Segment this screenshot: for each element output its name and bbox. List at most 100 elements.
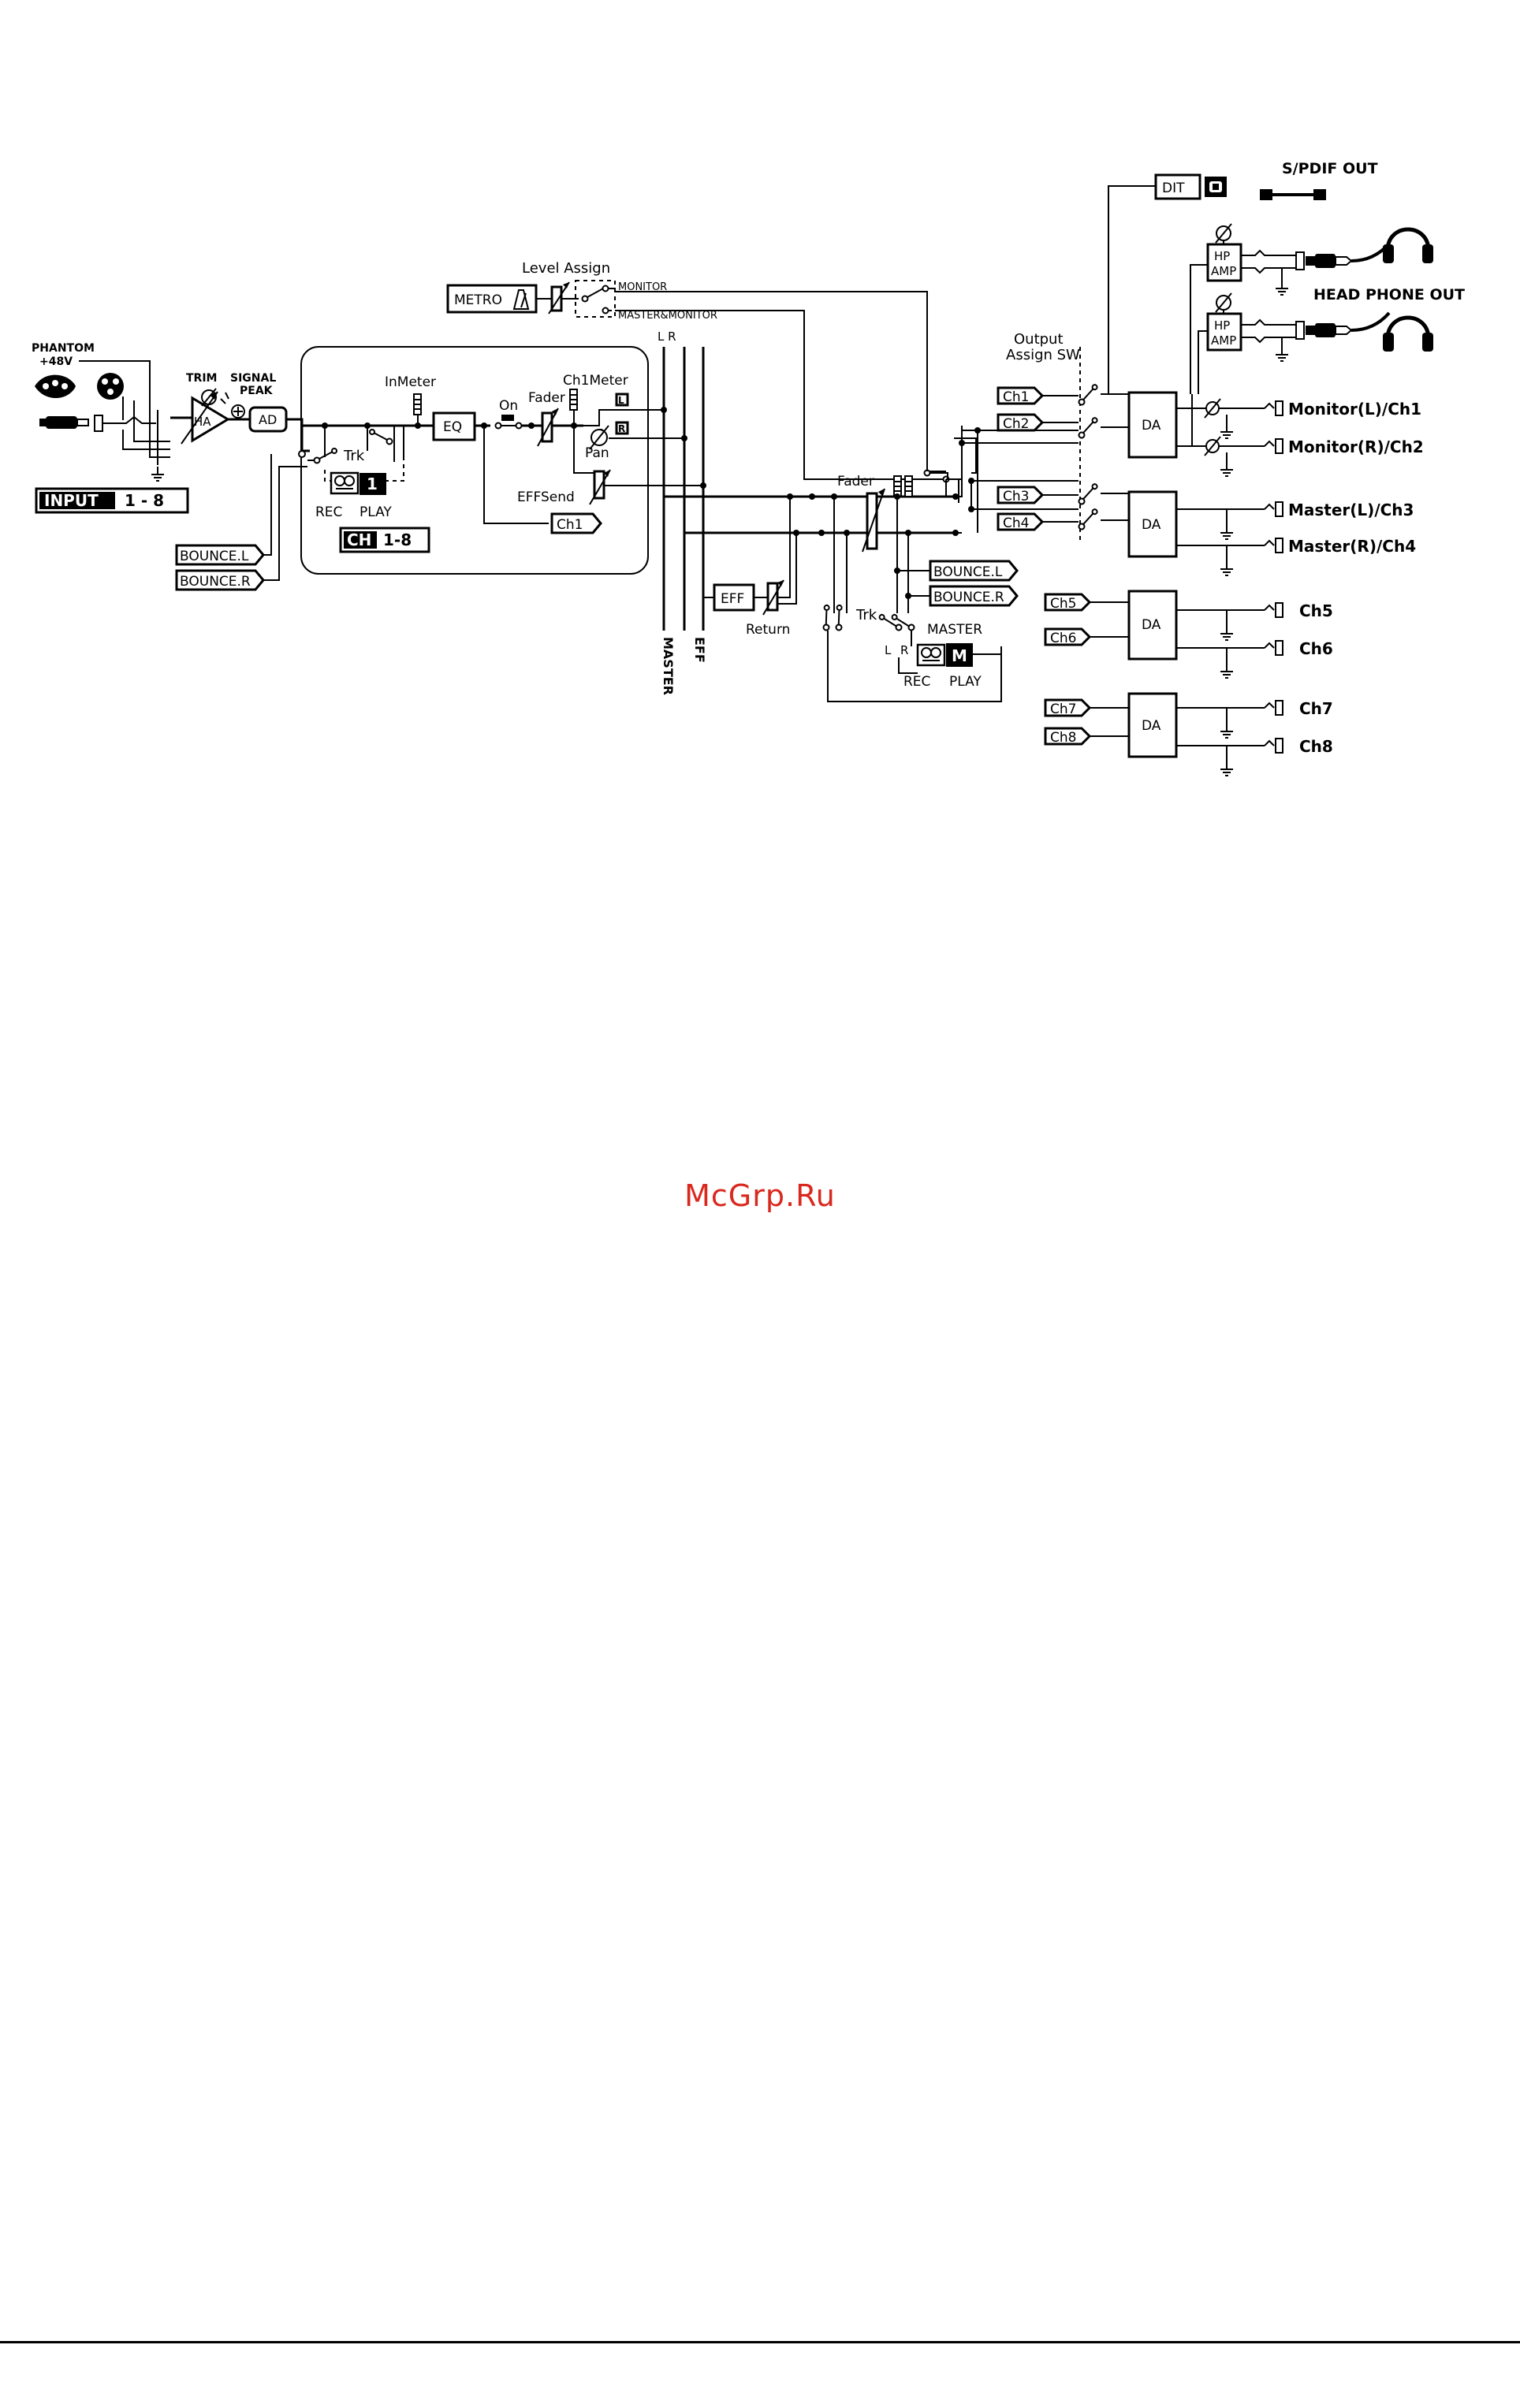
master-l-label: L (885, 643, 892, 657)
master-fader-icon[interactable] (862, 488, 885, 553)
ch1meter-icon (569, 389, 578, 411)
master-trk-label: Trk (855, 607, 877, 623)
master-recorder-icon: M (916, 643, 973, 667)
bus-lr-label: L R (658, 329, 676, 344)
da-4-label: DA (1142, 718, 1161, 734)
xlr-jack-icon (35, 374, 76, 399)
input-label-text: INPUT (44, 491, 99, 510)
assign-tag-8: Ch8 (1050, 730, 1076, 746)
level-assign-title: Level Assign (522, 260, 610, 277)
signal-peak-led-icon (220, 392, 245, 419)
ch6-out-label: Ch6 (1299, 639, 1333, 658)
hp-amp-2-bottom: AMP (1211, 333, 1236, 348)
bounce-out-r-label: BOUNCE.R (933, 590, 1004, 605)
peak-label: PEAK (240, 385, 274, 397)
master-monitor-label: MASTER&MONITOR (618, 310, 717, 322)
on-label: On (499, 398, 518, 414)
hp-volume-1-icon[interactable] (1215, 223, 1232, 244)
optical-port-icon (1205, 177, 1227, 197)
ch-fader-label: Fader (528, 390, 565, 406)
level-assign-section: Level Assign METRO MONITOR MASTER&MONITO… (446, 260, 962, 503)
hp-amp-1-top: HP (1214, 249, 1230, 263)
hp-amp-1-bottom: AMP (1211, 264, 1236, 278)
xlr-socket-icon (97, 373, 124, 400)
eff-return-section: EFF Return (703, 493, 799, 638)
master-track-m: M (952, 646, 967, 665)
trk-label: Trk (343, 448, 365, 464)
assign-tag-5: Ch5 (1050, 596, 1076, 612)
trim-label: TRIM (186, 372, 217, 385)
master-trk-master-label: MASTER (927, 622, 982, 638)
headphone-plug-1-icon (1305, 253, 1352, 269)
watermark-text: McGrp.Ru (684, 1178, 836, 1213)
output-assign-section: Output Assign SW Ch1 Ch2 Ch3 Ch4 DA DA (926, 331, 1178, 758)
headphones-2-icon (1383, 318, 1433, 352)
eq-label: EQ (443, 419, 462, 435)
monitor-label: MONITOR (618, 281, 667, 293)
master-rec-label: REC (903, 674, 930, 690)
headphones-1-icon (1383, 229, 1433, 263)
ch8-out-label: Ch8 (1299, 737, 1333, 756)
pan-label: Pan (585, 445, 609, 461)
bounce-in-r-label: BOUNCE.R (180, 574, 251, 590)
master-meter-r-icon (904, 475, 913, 497)
monitor-volume-r-icon[interactable] (1204, 436, 1221, 456)
monitor-volume-l-icon[interactable] (1204, 398, 1221, 419)
assign-tag-6: Ch6 (1050, 631, 1076, 646)
bounce-out-l-label: BOUNCE.L (933, 564, 1003, 580)
output-section: DIT S/PDIF OUT HP AMP HEAD PHONE OUT (1108, 160, 1465, 776)
metronome-icon (512, 289, 530, 310)
ad-label: AD (259, 412, 277, 427)
track-recorder-icon: 1 (330, 471, 386, 495)
ch1meter-label: Ch1Meter (563, 373, 628, 389)
ch7-out-label: Ch7 (1299, 699, 1333, 718)
da-3-label: DA (1142, 617, 1161, 633)
assign-tag-4: Ch4 (1003, 515, 1029, 531)
ch-play-label: PLAY (360, 504, 392, 520)
signal-label: SIGNAL (230, 372, 276, 385)
return-label: Return (746, 622, 790, 638)
da-1-label: DA (1142, 418, 1161, 434)
assign-tag-2: Ch2 (1003, 416, 1029, 432)
meter-r-label: R (618, 423, 625, 434)
trim-knob-icon (201, 388, 217, 407)
master-r-out-label: Master(R)/Ch4 (1288, 537, 1416, 556)
bounce-input-tags: BOUNCE.L BOUNCE.R (175, 454, 307, 591)
spdif-out-label: S/PDIF OUT (1282, 160, 1378, 177)
ch-label-range: 1-8 (383, 530, 412, 549)
input-range-label: INPUT 1 - 8 (35, 487, 189, 514)
dit-label: DIT (1162, 181, 1185, 196)
assign-tag-3: Ch3 (1003, 489, 1029, 504)
output-assign-title2: Assign SW (1006, 347, 1080, 363)
master-r-label: R (900, 643, 908, 657)
output-assign-title: Output (1014, 331, 1064, 348)
meter-l-label: L (618, 395, 624, 406)
bus-master-label: MASTER (661, 637, 676, 695)
hp-amp-2-top: HP (1214, 318, 1230, 333)
footer-divider (0, 2341, 1520, 2343)
ch-send-tag: Ch1 (557, 517, 583, 533)
hp-volume-2-icon[interactable] (1215, 292, 1232, 314)
bus-section: L R MASTER EFF (658, 329, 825, 695)
monitor-r-out-label: Monitor(R)/Ch2 (1288, 437, 1424, 456)
headphone-out-label: HEAD PHONE OUT (1313, 286, 1465, 303)
assign-tag-7: Ch7 (1050, 702, 1076, 717)
bounce-in-l-label: BOUNCE.L (180, 549, 249, 564)
effsend-knob-icon[interactable] (589, 469, 611, 505)
input-section: PHANTOM +48V HA (32, 342, 288, 514)
assign-tag-1: Ch1 (1003, 389, 1029, 405)
inmeter-label: InMeter (385, 374, 436, 390)
channel-range-label: CH 1-8 (339, 527, 430, 553)
ch-fader-icon[interactable] (537, 408, 559, 447)
ch-label-text: CH (347, 530, 371, 549)
input-label-range: 1 - 8 (125, 491, 164, 510)
master-l-out-label: Master(L)/Ch3 (1288, 501, 1414, 519)
on-switch-icon[interactable] (501, 415, 514, 421)
metro-label: METRO (454, 292, 502, 308)
ch-rec-label: REC (315, 504, 342, 520)
monitor-l-out-label: Monitor(L)/Ch1 (1288, 400, 1421, 419)
headphone-plug-2-icon (1305, 322, 1352, 338)
optical-cable-icon (1260, 189, 1326, 200)
ch5-out-label: Ch5 (1299, 601, 1333, 620)
